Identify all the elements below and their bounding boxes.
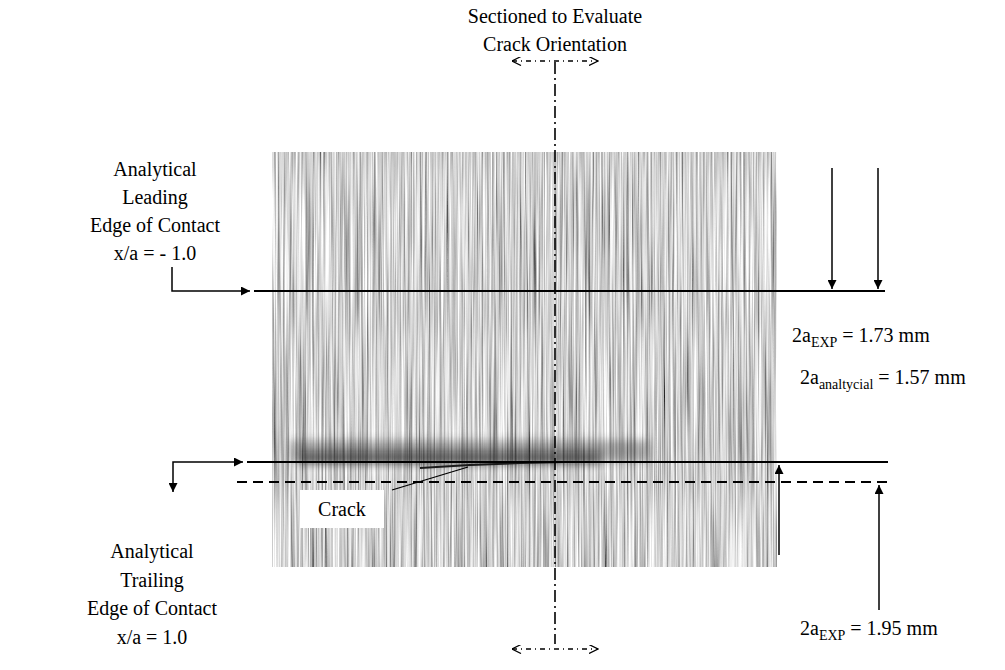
edge-pointer	[173, 462, 243, 492]
annotation-label: Sectioned to Evaluate	[468, 5, 642, 27]
label-patch: Crack	[300, 490, 384, 528]
annotation-label: Edge of Contact	[90, 214, 220, 236]
label-line: Edge of Contact	[90, 213, 220, 237]
label-line: 2aanaltycial = 1.57 mm	[800, 365, 966, 394]
dimension-arrow	[878, 485, 880, 610]
label-line: Analytical	[113, 157, 196, 181]
annotation-label: Leading	[122, 186, 188, 208]
annotation-label: Analytical	[110, 540, 193, 562]
section-arrow	[512, 60, 598, 61]
experimental-edge-line	[237, 481, 888, 483]
section-line	[554, 62, 556, 644]
annotation-label: = 1.95 mm	[850, 617, 937, 639]
annotation-label: Crack Orientation	[483, 33, 627, 55]
label-line: Trailing	[120, 568, 184, 592]
label-line: 2aEXP = 1.73 mm	[792, 323, 930, 352]
subscript-text: EXP	[811, 335, 837, 350]
specimen-surface	[272, 152, 777, 567]
dimension-arrow	[877, 168, 879, 289]
annotation-label: Edge of Contact	[87, 597, 217, 619]
label-line: Edge of Contact	[87, 596, 217, 620]
annotation-label: x/a = 1.0	[117, 626, 188, 648]
annotation-label: Trailing	[120, 569, 184, 591]
label-line: Leading	[122, 185, 188, 209]
annotation-label: 2a	[792, 324, 811, 346]
annotation-label: 2a	[800, 366, 819, 388]
section-arrow	[512, 648, 598, 649]
label-line: Analytical	[110, 539, 193, 563]
dimension-arrow	[831, 168, 833, 289]
leading-edge-line	[254, 290, 885, 292]
label-line: 2aEXP = 1.95 mm	[800, 616, 938, 645]
label-line: Crack Orientation	[483, 32, 627, 56]
dimension-arrow	[778, 465, 780, 555]
label-line: x/a = - 1.0	[114, 241, 196, 265]
edge-pointer	[172, 267, 250, 291]
label-line: Sectioned to Evaluate	[468, 4, 642, 28]
trailing-edge-line	[247, 461, 888, 463]
subscript-text: analtycial	[819, 377, 873, 392]
leader-line	[392, 467, 468, 490]
annotation-label: = 1.57 mm	[878, 366, 965, 388]
annotation-label: 2a	[800, 617, 819, 639]
annotation-label: = 1.73 mm	[842, 324, 929, 346]
label-line: x/a = 1.0	[117, 625, 188, 649]
annotation-label: Analytical	[113, 158, 196, 180]
annotation-label: Crack	[318, 498, 366, 520]
subscript-text: EXP	[819, 628, 845, 643]
annotation-label: x/a = - 1.0	[114, 242, 196, 264]
